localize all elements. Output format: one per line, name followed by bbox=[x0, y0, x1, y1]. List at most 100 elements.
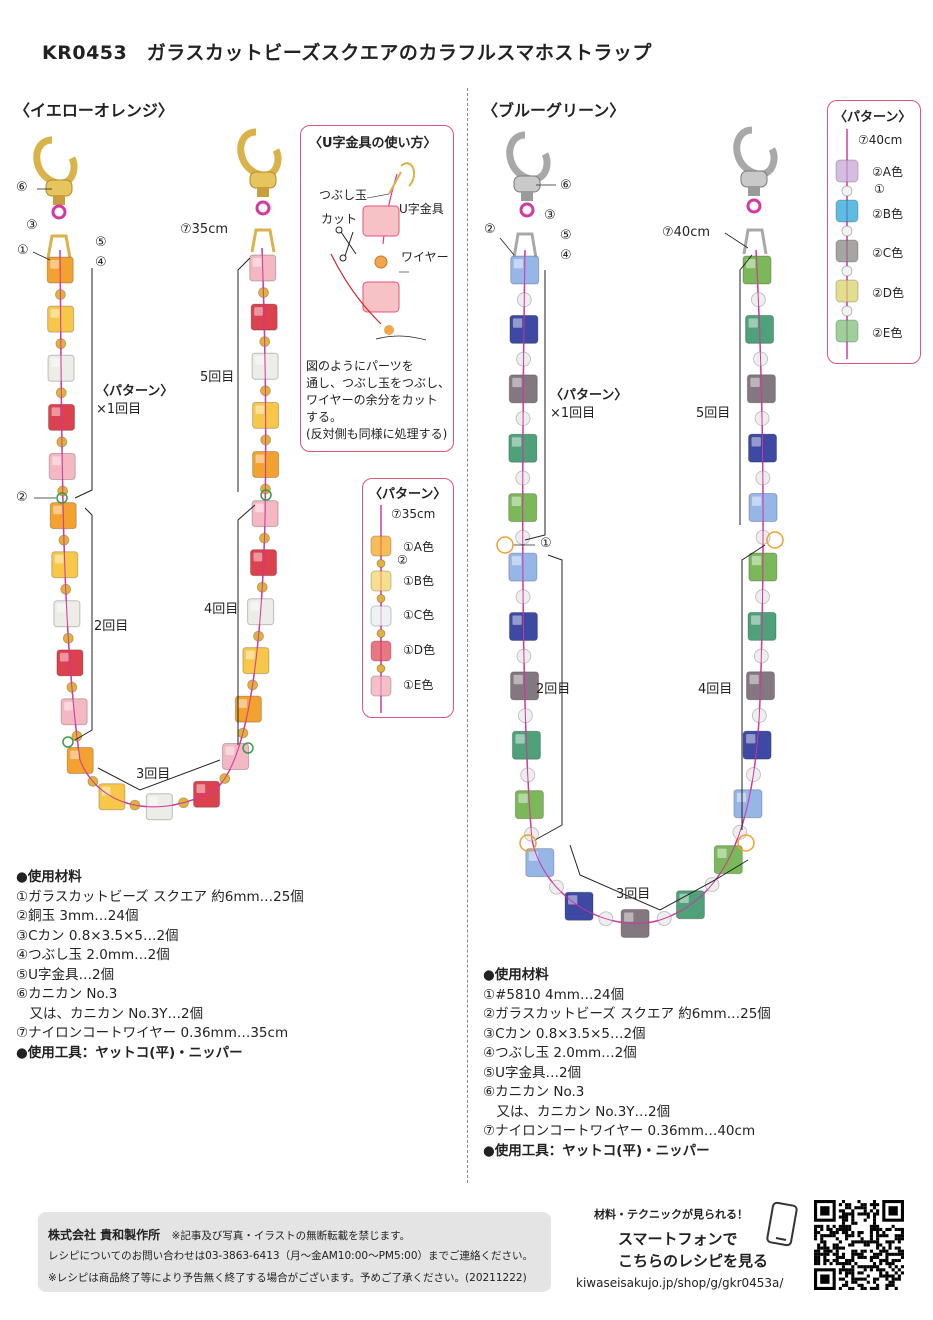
bead-highlight bbox=[255, 454, 265, 464]
right-wire-length: ⑦40cm bbox=[662, 225, 711, 240]
left-material-item: ⑤U字金具…2個 bbox=[16, 966, 115, 983]
right-pattern-box: 〈パターン〉 ⑦40cm ① ②A色 ②B色 ②C色 ②D色 ②E色 bbox=[827, 100, 921, 364]
right-material-item: 又は、カニカン No.3Y…2個 bbox=[483, 1103, 671, 1120]
page-title: KR0453 ガラスカットビーズスクエアのカラフルスマホストラップ bbox=[42, 42, 652, 64]
bead-highlight bbox=[253, 552, 263, 562]
pattern-bead bbox=[835, 239, 859, 263]
right-pattern-item-d: ②D色 bbox=[872, 286, 904, 300]
pattern-bead bbox=[835, 159, 859, 183]
bead-highlight bbox=[254, 307, 263, 316]
left-pattern-box-wire: ⑦35cm bbox=[391, 507, 436, 521]
right-callout-3: ③ bbox=[544, 208, 556, 223]
right-materials: ●使用材料 ①#5810 4mm…24個 ②ガラスカットビーズ スクエア 約6m… bbox=[483, 966, 771, 1161]
bead-highlight bbox=[751, 615, 761, 625]
pattern-spacer bbox=[376, 594, 386, 603]
company-name: 株式会社 貴和製作所 bbox=[48, 1228, 161, 1242]
left-pattern-item-e: ①E色 bbox=[403, 678, 434, 692]
right-callout-2: ② bbox=[484, 222, 496, 237]
bead-highlight bbox=[255, 503, 264, 513]
bead-highlight bbox=[245, 650, 255, 660]
howto-wire-label: ワイヤー bbox=[401, 250, 449, 264]
bead-highlight bbox=[54, 554, 64, 564]
recipe-url[interactable]: kiwaseisakujo.jp/shop/g/gkr0453a/ bbox=[576, 1276, 784, 1290]
left-material-item: ②銅玉 3mm…24個 bbox=[16, 908, 139, 924]
right-clasp-right bbox=[733, 126, 778, 214]
bead-highlight bbox=[238, 699, 248, 708]
left-pattern-label: 〈パターン〉 bbox=[96, 384, 174, 399]
pattern-bead bbox=[370, 605, 392, 627]
bead-highlight bbox=[568, 895, 578, 905]
left-clasp-left bbox=[33, 136, 78, 220]
promo-line-2: こちらのレシピを見る bbox=[618, 1252, 769, 1270]
right-rep-3: 3回目 bbox=[616, 887, 651, 902]
bead-highlight bbox=[149, 796, 158, 806]
bead-highlight bbox=[50, 309, 60, 318]
left-materials-header: ●使用材料 bbox=[16, 869, 82, 885]
section-divider bbox=[467, 88, 468, 1183]
left-callout-6: ⑥ bbox=[16, 180, 28, 195]
bead-highlight bbox=[513, 674, 523, 685]
bead-highlight bbox=[511, 496, 522, 506]
left-pattern-times: ×1回目 bbox=[96, 402, 142, 417]
pattern-spacer bbox=[376, 559, 386, 568]
left-pattern-diagram bbox=[370, 505, 392, 713]
howto-text: 図のようにパーツを 通し、つぶし玉をつぶし、 ワイヤーの余分をカット する。 (… bbox=[306, 359, 451, 441]
right-material-item: ②ガラスカットビーズ スクエア 約6mm…25個 bbox=[483, 1006, 771, 1022]
howto-ubar-label: U字金具 bbox=[399, 202, 444, 216]
bead-highlight bbox=[225, 746, 235, 756]
bead-highlight bbox=[64, 701, 73, 711]
left-pattern-item-b: ①B色 bbox=[403, 574, 434, 588]
footer-notice: ※記事及び写真・イラストの無断転載を禁じます。 bbox=[171, 1230, 411, 1242]
bead-highlight bbox=[512, 615, 522, 625]
right-pattern-box-wire: ⑦40cm bbox=[858, 133, 903, 147]
left-rep-5: 5回目 bbox=[200, 370, 235, 385]
right-pattern-diagram bbox=[835, 129, 859, 359]
bead-highlight bbox=[56, 603, 66, 613]
bead-highlight bbox=[101, 786, 111, 796]
pattern-bead bbox=[370, 570, 392, 592]
right-material-item: ④つぶし玉 2.0mm…2個 bbox=[483, 1045, 637, 1061]
footer-notice-box: 株式会社 貴和製作所 ※記事及び写真・イラストの無断転載を禁じます。 レシピにつ… bbox=[38, 1212, 551, 1292]
left-callout-4: ④ bbox=[95, 255, 107, 270]
howto-box: 〈U字金具の使い方〉 つぶし玉 カット U字金具 ワイヤー 図のようにパーツを … bbox=[300, 125, 454, 452]
howto-diagram bbox=[330, 162, 427, 341]
qr-code[interactable] bbox=[814, 1200, 904, 1290]
right-pattern-box-spacer: ① bbox=[874, 182, 885, 196]
pattern-spacer bbox=[376, 664, 386, 673]
promo-line-1: スマートフォンで bbox=[618, 1230, 738, 1248]
right-rep-5: 5回目 bbox=[696, 406, 731, 421]
right-rep-4: 4回目 bbox=[698, 682, 733, 697]
pattern-spacer bbox=[841, 225, 853, 237]
pattern-bead bbox=[370, 535, 392, 557]
right-materials-header: ●使用材料 bbox=[483, 967, 549, 983]
bead-highlight bbox=[252, 257, 262, 267]
howto-crimp-label: つぶし玉 bbox=[319, 188, 368, 202]
pattern-bead bbox=[835, 279, 859, 303]
pattern-spacer bbox=[376, 629, 386, 638]
right-pattern-times: ×1回目 bbox=[550, 406, 596, 421]
left-rep-4: 4回目 bbox=[204, 602, 239, 617]
right-pattern-box-title: 〈パターン〉 bbox=[834, 110, 912, 125]
right-section-title: 〈ブルーグリーン〉 bbox=[482, 101, 626, 120]
left-pattern-item-c: ①C色 bbox=[403, 608, 435, 622]
left-material-item: ③Cカン 0.8×3.5×5…2個 bbox=[16, 927, 179, 944]
bead-highlight bbox=[746, 258, 756, 269]
left-pattern-box-spacer: ② bbox=[397, 553, 408, 567]
pattern-bead bbox=[370, 640, 392, 662]
bead-highlight bbox=[512, 377, 522, 388]
bead-highlight bbox=[624, 912, 634, 922]
smartphone-icon bbox=[766, 1201, 798, 1247]
pattern-spacer bbox=[841, 305, 853, 317]
right-material-item: ③Cカン 0.8×3.5×5…2個 bbox=[483, 1025, 646, 1042]
left-material-item: ⑦ナイロンコートワイヤー 0.36mm…35cm bbox=[16, 1025, 289, 1041]
left-clasp-right bbox=[237, 128, 282, 216]
right-pattern-item-e: ②E色 bbox=[872, 326, 903, 340]
bead-highlight bbox=[51, 407, 61, 417]
left-wire-length: ⑦35cm bbox=[180, 222, 229, 237]
bead-highlight bbox=[752, 496, 762, 506]
bead-highlight bbox=[746, 734, 756, 744]
left-callout-2: ② bbox=[16, 490, 28, 505]
bead-highlight bbox=[511, 437, 522, 447]
left-materials: ●使用材料 ①ガラスカットビーズ スクエア 約6mm…25個 ②銅玉 3mm…2… bbox=[16, 868, 304, 1063]
right-material-item: ⑥カニカン No.3 bbox=[483, 1084, 585, 1100]
